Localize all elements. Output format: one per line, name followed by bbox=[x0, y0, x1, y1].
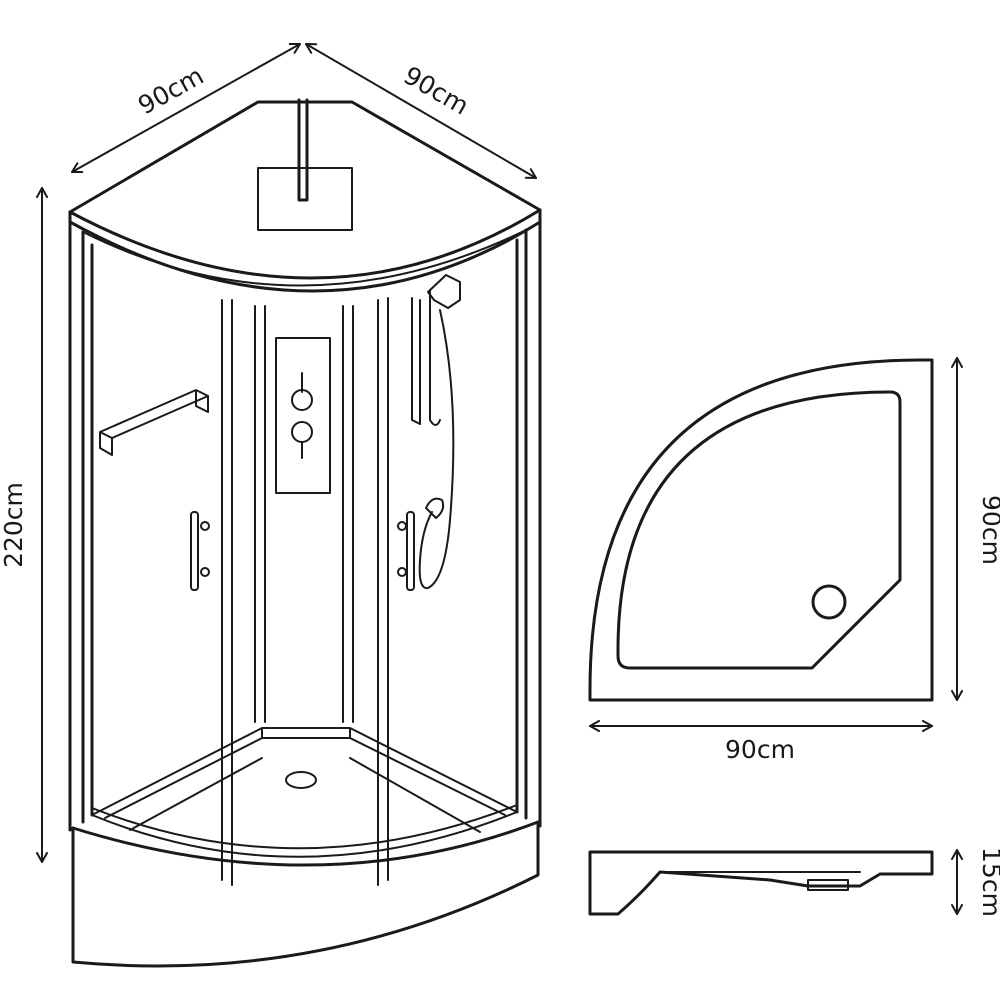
floor-lines bbox=[129, 757, 481, 833]
door-bottom-rail bbox=[91, 804, 518, 858]
back-panel-right bbox=[342, 297, 389, 886]
control-knob-bottom bbox=[291, 421, 313, 459]
back-panel-left bbox=[221, 299, 266, 886]
cabin-roof-thickness bbox=[68, 208, 542, 293]
floor-drain bbox=[285, 771, 317, 789]
dim-cabin-height-label: 220cm bbox=[0, 482, 28, 568]
cabin-base bbox=[71, 820, 540, 968]
dim-tray-depth: 15cm bbox=[951, 847, 1000, 917]
tray-top-view bbox=[588, 358, 934, 702]
hand-shower-head bbox=[425, 497, 445, 519]
dim-tray-height-label: 90cm bbox=[977, 495, 1000, 565]
dim-tray-height: 90cm bbox=[951, 357, 1000, 701]
right-wall-frame bbox=[515, 208, 542, 828]
control-panel bbox=[275, 337, 331, 494]
tray-side-view bbox=[588, 850, 934, 916]
cabin-base-top-edge bbox=[71, 820, 540, 867]
tray-side-drain bbox=[807, 879, 849, 891]
left-door-handle bbox=[190, 511, 210, 591]
dim-cabin-width-right-label: 90cm bbox=[399, 61, 474, 121]
floor-tray bbox=[91, 727, 518, 819]
dim-cabin-width-left-label: 90cm bbox=[133, 61, 208, 120]
dim-tray-depth-label: 15cm bbox=[977, 847, 1000, 917]
towel-rail bbox=[99, 389, 209, 456]
cabin-roof bbox=[68, 100, 542, 280]
tray-side-profile bbox=[588, 850, 934, 916]
right-door-handle bbox=[397, 511, 415, 591]
tray-outline bbox=[588, 358, 934, 702]
left-wall-frame bbox=[68, 210, 94, 832]
dim-tray-width-label: 90cm bbox=[725, 735, 795, 764]
shower-riser bbox=[411, 289, 455, 590]
shower-cabin bbox=[68, 98, 542, 968]
control-knob-top bbox=[291, 372, 313, 411]
tray-drain bbox=[811, 584, 847, 620]
dim-cabin-height: 220cm bbox=[0, 187, 48, 863]
shower-arm-bracket bbox=[427, 274, 461, 309]
dim-tray-width: 90cm bbox=[589, 720, 933, 764]
tray-inner-basin bbox=[616, 390, 902, 670]
